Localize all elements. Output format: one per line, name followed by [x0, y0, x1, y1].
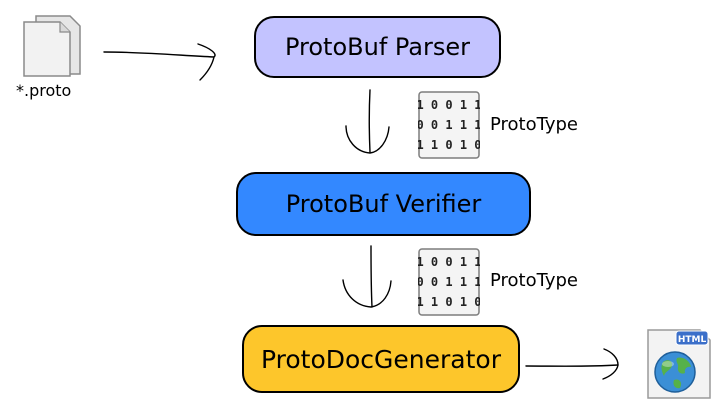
protobuf-parser-label: ProtoBuf Parser [284, 33, 471, 61]
html-globe-icon: HTML [646, 328, 712, 400]
binary-row: 1 1 0 1 0 [418, 295, 480, 309]
arrow-generator-to-output [525, 364, 619, 367]
html-badge: HTML [678, 335, 707, 345]
protobuf-verifier-label: ProtoBuf Verifier [285, 190, 482, 218]
files-icon [22, 14, 82, 78]
protodocgenerator-label: ProtoDocGenerator [260, 344, 501, 374]
protobuf-verifier-node: ProtoBuf Verifier [236, 172, 531, 236]
binary-row: 0 0 1 1 1 [418, 275, 480, 289]
prototype-label: ProtoType [490, 114, 578, 135]
binary-row: 1 0 0 1 1 [418, 255, 480, 269]
prototype-label: ProtoType [490, 270, 578, 291]
arrow-verifier-to-generator [370, 245, 373, 308]
binary-file-icon: 1 0 0 1 1 0 0 1 1 1 1 1 0 1 0 [416, 248, 482, 316]
arrow-parser-to-verifier [368, 89, 371, 153]
input-file-label: *.proto [16, 81, 72, 100]
binary-row: 1 1 0 1 0 [418, 138, 480, 152]
binary-file-icon: 1 0 0 1 1 0 0 1 1 1 1 1 0 1 0 [416, 91, 482, 159]
binary-row: 1 0 0 1 1 [418, 98, 480, 112]
arrow-input-to-parser [103, 51, 215, 58]
protobuf-parser-node: ProtoBuf Parser [254, 16, 501, 78]
binary-row: 0 0 1 1 1 [418, 118, 480, 132]
protodocgenerator-node: ProtoDocGenerator [242, 325, 520, 393]
